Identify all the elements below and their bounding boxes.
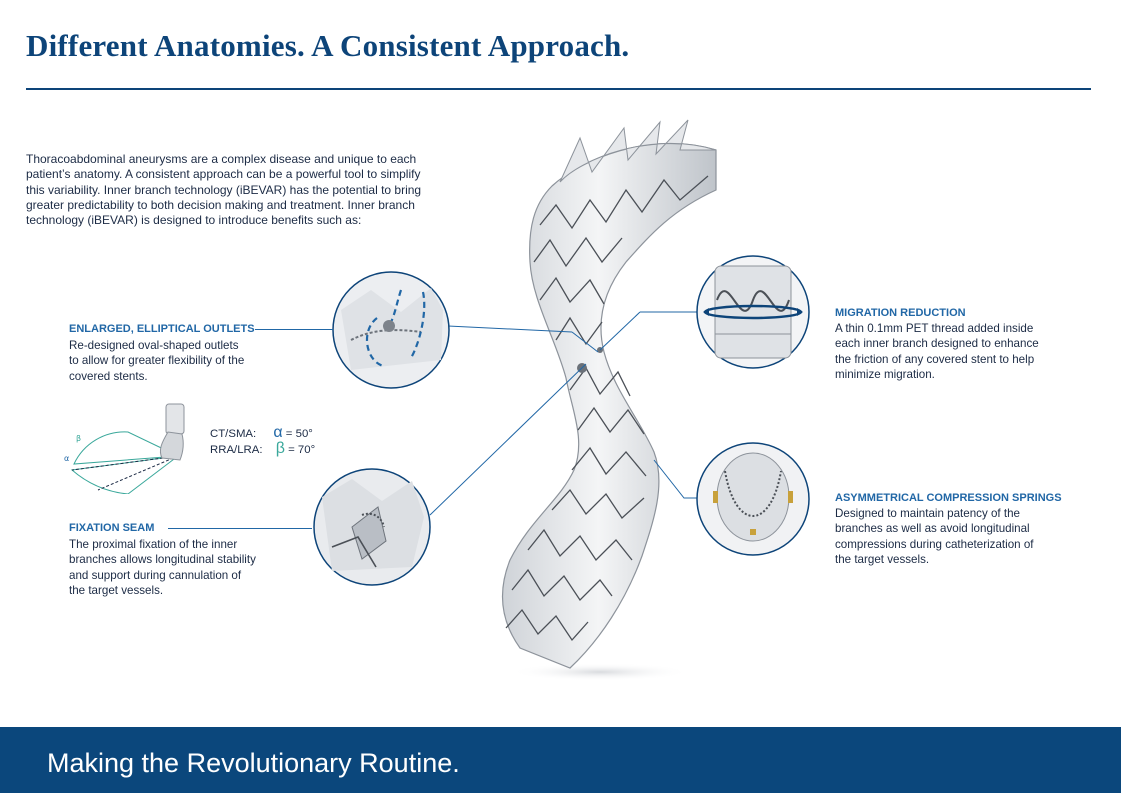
intro-line: Thoracoabdominal aneurysms are a complex… (26, 152, 417, 166)
alpha-symbol: α (273, 424, 283, 441)
ct-sma-value: = 50° (285, 428, 313, 440)
migration-line: minimize migration. (835, 368, 935, 382)
migration-heading: MIGRATION REDUCTION (835, 307, 966, 319)
ct-sma-row: CT/SMA: α = 50° (210, 424, 313, 442)
outlets-connector-tip (571, 331, 599, 353)
title-divider (26, 88, 1091, 90)
crown-tips (559, 119, 717, 183)
migration-line: each inner branch designed to enhance (835, 337, 1039, 351)
outlets-description: Re-designed oval-shaped outlets to allow… (69, 338, 289, 384)
seam-detail-circle (313, 468, 431, 586)
stent-body (501, 142, 717, 669)
seam-connector (429, 363, 587, 516)
intro-line: greater predictability to both decision … (26, 197, 415, 212)
floor-shadow (510, 663, 690, 681)
stent-wire-pattern (505, 175, 709, 642)
ct-sma-label: CT/SMA: (210, 428, 257, 440)
footer-band (0, 727, 1121, 793)
intro-line: patient’s anatomy. A consistent approach… (26, 167, 421, 182)
footer-tagline: Making the Revolutionary Routine. (47, 748, 460, 778)
migration-connector-tip (599, 311, 641, 351)
diagram-alpha-label: α (64, 454, 69, 463)
migration-description: A thin 0.1mm PET thread added inside eac… (835, 321, 1085, 383)
intro-paragraph: Thoracoabdominal aneurysms are a complex… (26, 152, 471, 228)
seam-heading: FIXATION SEAM (69, 522, 155, 534)
seam-line: branches allows longitudinal stability (69, 553, 256, 567)
rra-lra-value: = 70° (288, 444, 316, 456)
seam-heading-line (168, 528, 312, 529)
outlets-connector (447, 325, 573, 333)
rra-lra-label: RRA/LRA: (210, 444, 263, 456)
seam-line: the target vessels. (69, 584, 164, 598)
springs-line: compressions during catheterization of (835, 537, 1034, 551)
outlets-line: Re-designed oval-shaped outlets (69, 339, 239, 352)
diagram-beta-label: β (76, 434, 81, 443)
springs-heading: ASYMMETRICAL COMPRESSION SPRINGS (835, 492, 1062, 504)
page-title: Different Anatomies. A Consistent Approa… (26, 28, 630, 63)
stent-graft-illustration (501, 119, 717, 681)
springs-line: branches as well as avoid longitudinal (835, 522, 1030, 536)
rra-lra-row: RRA/LRA: β = 70° (210, 440, 315, 458)
connector-lines (429, 311, 697, 516)
seam-line: and support during cannulation of (69, 568, 242, 582)
springs-description: Designed to maintain patency of the bran… (835, 506, 1085, 568)
springs-line: Designed to maintain patency of the (835, 507, 1020, 520)
outlets-heading: ENLARGED, ELLIPTICAL OUTLETS (69, 323, 255, 335)
outlets-heading-line (255, 329, 333, 330)
outlets-detail-circle (332, 271, 450, 389)
outlets-line: covered stents. (69, 369, 148, 383)
angle-diagram: β α (64, 403, 185, 494)
beta-symbol: β (275, 440, 285, 457)
migration-detail-circle (696, 255, 810, 369)
seam-line: The proximal fixation of the inner (69, 538, 238, 551)
intro-line: technology (iBEVAR) is designed to intro… (26, 213, 362, 228)
springs-detail-circle (696, 442, 810, 556)
outlets-line: to allow for greater flexibility of the (69, 354, 245, 368)
springs-line: the target vessels. (835, 553, 930, 567)
intro-line: this variability. Inner branch technolog… (26, 182, 422, 197)
migration-line: the friction of any covered stent to hel… (835, 352, 1035, 366)
springs-connector (653, 459, 697, 499)
migration-line: A thin 0.1mm PET thread added inside (835, 322, 1034, 335)
seam-description: The proximal fixation of the inner branc… (69, 537, 299, 599)
